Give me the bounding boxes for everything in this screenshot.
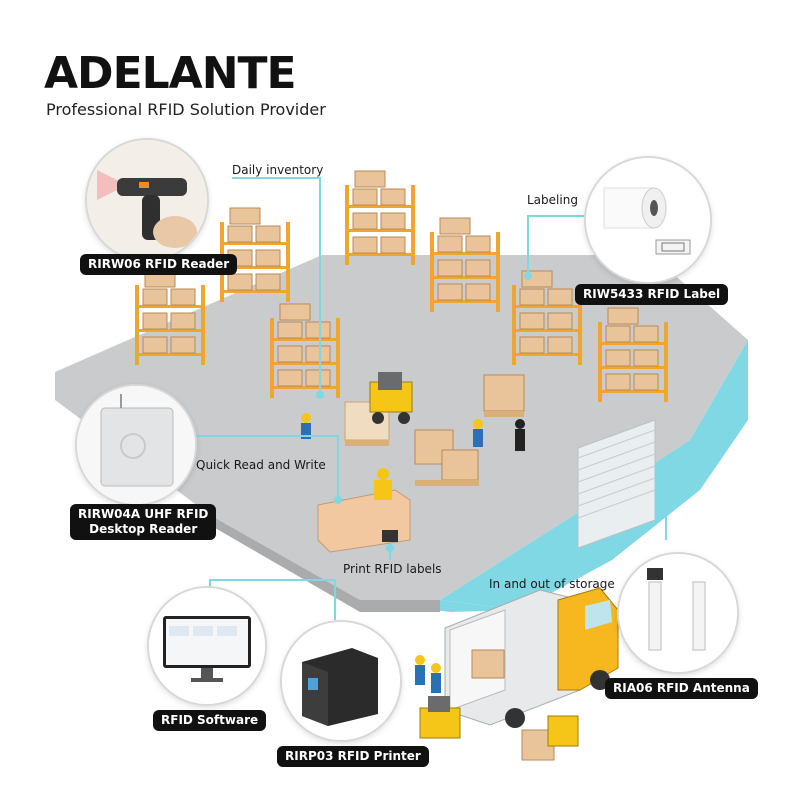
product-pill-label: RIW5433 RFID Label: [575, 284, 729, 305]
product-pill-reader: RIRW06 RFID Reader: [80, 254, 238, 275]
callout-quick-read: Quick Read and Write: [196, 458, 326, 472]
handheld-reader-icon: [87, 140, 207, 260]
dock-workers: [415, 655, 441, 693]
label-image: [584, 156, 712, 284]
shelving-units: [135, 170, 668, 402]
shelving-unit: [220, 207, 290, 302]
connector-daily-inventory: [232, 177, 321, 395]
product-pill-software: RFID Software: [153, 710, 267, 731]
warehouse-floor: [55, 255, 748, 600]
software-image: [147, 586, 267, 706]
desktop-reader-line2: Desktop Reader: [89, 522, 198, 536]
reader-image: [85, 138, 209, 262]
forklift: [369, 372, 413, 424]
callout-labeling: Labeling: [527, 193, 578, 207]
truck: [444, 587, 619, 728]
connector-labeling: [527, 215, 585, 276]
antenna-image: [617, 552, 739, 674]
shelving-unit: [598, 307, 668, 402]
pallet-stack-3: [414, 429, 479, 486]
shelving-unit: [270, 303, 340, 398]
pallet-stack-1: [483, 374, 525, 417]
callout-print-labels: Print RFID labels: [343, 562, 442, 576]
dock-door-slats: [577, 429, 656, 519]
product-pill-desktop-reader: RIRW04A UHF RFID Desktop Reader: [70, 504, 217, 540]
monitor-icon: [149, 588, 265, 704]
callout-daily-inventory: Daily inventory: [232, 163, 324, 177]
printer-icon: [282, 622, 400, 740]
worker-2: [473, 419, 483, 447]
product-pill-printer: RIRP03 RFID Printer: [277, 746, 429, 767]
printer-image: [280, 620, 402, 742]
floor-edge: [210, 515, 440, 612]
manager: [515, 419, 525, 451]
brand-logo: ADELANTE: [44, 48, 297, 99]
reception-desk: [317, 468, 411, 553]
desktop-reader-image: [75, 384, 197, 506]
dock-door: [577, 419, 656, 549]
brand-tagline: Professional RFID Solution Provider: [46, 100, 326, 119]
connector-quick-read: [190, 435, 339, 500]
shelving-unit: [135, 270, 205, 365]
connector-dots: [316, 272, 670, 552]
gate-antenna-icon: [619, 554, 737, 672]
shelving-unit: [430, 217, 500, 312]
desktop-reader-icon: [77, 386, 195, 504]
callout-in-out-storage: In and out of storage: [489, 577, 615, 591]
shelving-unit: [345, 170, 415, 265]
product-pill-antenna: RIA06 RFID Antenna: [605, 678, 758, 699]
dock-forklift-1: [419, 696, 461, 739]
worker-1: [301, 413, 311, 439]
outer-wall: [440, 340, 748, 610]
desktop-reader-line1: RIRW04A UHF RFID: [78, 507, 209, 521]
label-roll-icon: [586, 158, 710, 282]
shelving-unit: [512, 270, 582, 365]
dock-forklift-2: [521, 715, 579, 761]
